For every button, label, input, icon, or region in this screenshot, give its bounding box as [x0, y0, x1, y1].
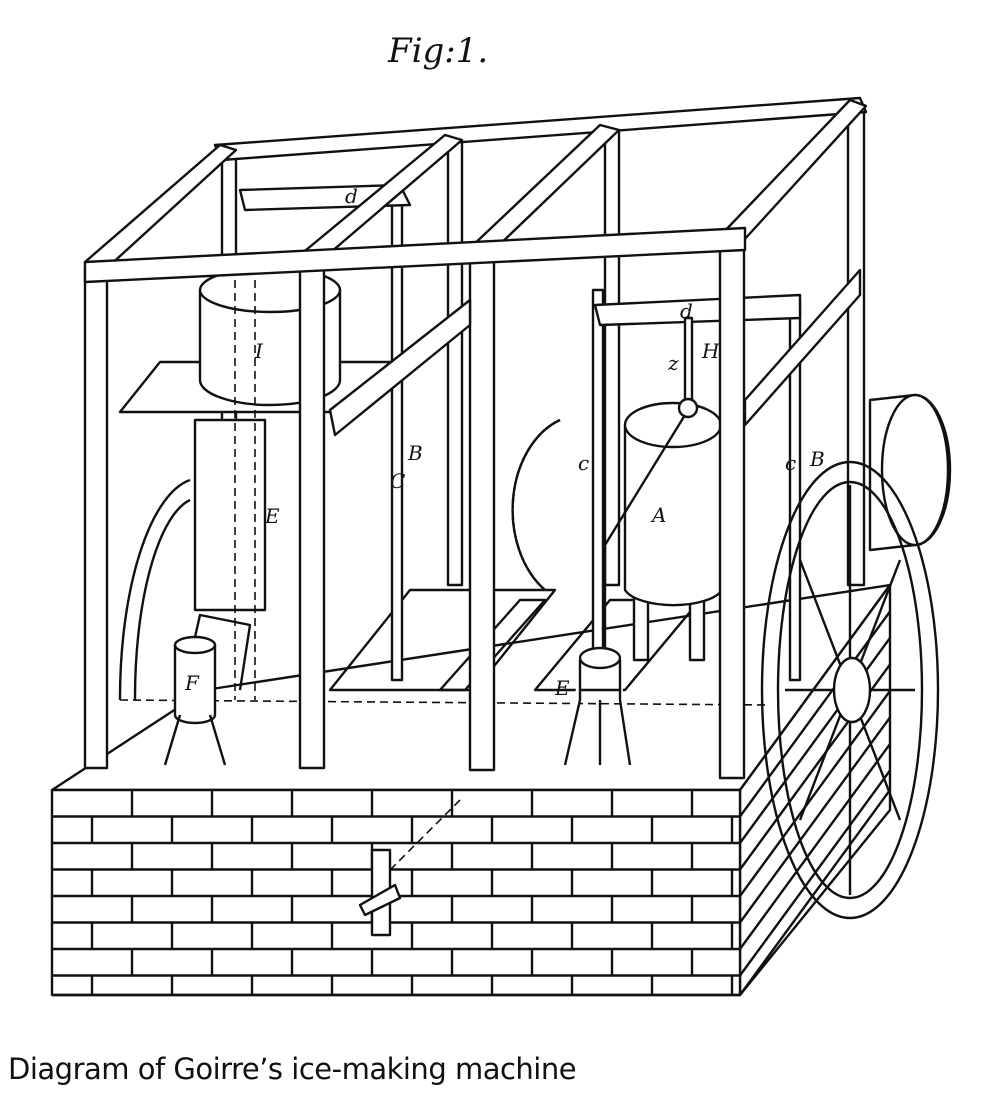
left-wheel-arc: [118, 478, 191, 701]
label-B-left: B: [407, 441, 423, 465]
label-d-left: d: [345, 184, 358, 208]
label-F: F: [184, 671, 200, 695]
label-B-right: B: [809, 447, 825, 471]
gear-wheel: [511, 418, 561, 591]
rear-drum: [868, 393, 952, 552]
figure-title: Fig:1.: [387, 31, 488, 71]
label-H: H: [701, 339, 720, 363]
cylinder-A: A z H: [603, 316, 724, 662]
label-z: z: [667, 351, 679, 375]
hand-wheel: [760, 460, 940, 920]
tub-I: I E: [118, 266, 394, 700]
label-E-lower: E: [554, 676, 570, 700]
ice-machine-drawing: Fig:1. I E: [50, 31, 952, 997]
label-C: C: [390, 469, 405, 493]
cylinder-F: F: [163, 613, 252, 766]
figure-caption: Diagram of Goirre’s ice-making machine: [8, 1052, 577, 1086]
label-c-right: c: [785, 451, 796, 475]
label-I: I: [254, 339, 264, 363]
label-A: A: [650, 503, 666, 527]
front-frame: [83, 98, 868, 780]
drain-tap: [358, 848, 402, 937]
label-E-upper: E: [264, 504, 280, 528]
pump-E: E: [554, 646, 632, 766]
label-c-mid: c: [578, 451, 589, 475]
rods: C B c c B: [390, 188, 825, 682]
